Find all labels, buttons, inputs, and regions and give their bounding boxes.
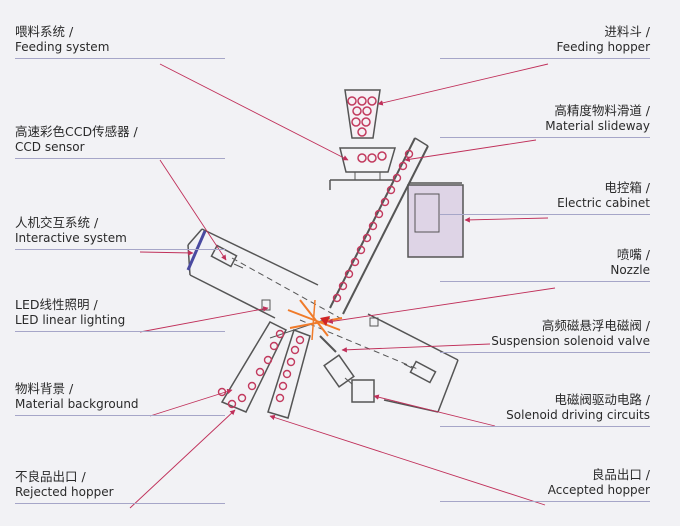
leader-slideway (404, 139, 537, 162)
leader-rejected (129, 409, 236, 509)
label-feeding-system: 喂料系统 / Feeding system (15, 24, 225, 59)
label-underline (15, 157, 225, 159)
label-zh: 电控箱 / (604, 180, 650, 195)
leader-ccd-sensor (159, 159, 227, 261)
label-underline (15, 330, 225, 332)
light-beams (231, 257, 421, 371)
label-underline (440, 57, 650, 59)
label-en: Nozzle (610, 262, 650, 277)
label-zh: 高精度物料滑道 / (554, 103, 650, 118)
label-underline (440, 136, 650, 138)
leader-circuits (373, 394, 496, 427)
leader-background (149, 388, 233, 417)
label-zh: 喷嘴 / (616, 247, 650, 262)
label-ccd-sensor: 高速彩色CCD传感器 / CCD sensor (15, 124, 225, 159)
electric-cabinet (407, 182, 464, 258)
label-en: LED linear lighting (15, 312, 126, 327)
label-zh: 高速彩色CCD传感器 / (15, 124, 138, 139)
label-material-slideway: 高精度物料滑道 / Material slideway (440, 103, 650, 138)
label-en: Material background (15, 396, 139, 411)
label-zh: 物料背景 / (15, 381, 74, 396)
label-zh: 高频磁悬浮电磁阀 / (541, 318, 650, 333)
label-underline (440, 280, 650, 282)
label-underline (15, 414, 225, 416)
label-interactive-system: 人机交互系统 / Interactive system (15, 215, 225, 250)
label-en: Rejected hopper (15, 484, 114, 499)
label-underline (440, 425, 650, 427)
label-en: Suspension solenoid valve (491, 333, 650, 348)
rejected-chute (220, 321, 287, 413)
label-underline (440, 500, 650, 502)
label-zh: 人机交互系统 / (15, 215, 99, 230)
label-material-background: 物料背景 / Material background (15, 381, 225, 416)
leader-led (139, 306, 269, 333)
ejector-assembly (319, 335, 375, 403)
label-en: Accepted hopper (547, 482, 650, 497)
label-en: Electric cabinet (557, 195, 650, 210)
label-zh: 良品出口 / (591, 467, 650, 482)
feeding-hopper (344, 89, 381, 139)
label-led-lighting: LED线性照明 / LED linear lighting (15, 297, 225, 332)
label-nozzle: 喷嘴 / Nozzle (440, 247, 650, 282)
label-zh: LED线性照明 / (15, 297, 98, 312)
label-underline (15, 502, 225, 504)
label-en: Material slideway (545, 118, 650, 133)
label-en: Feeding hopper (556, 39, 651, 54)
leader-valve (341, 343, 491, 353)
label-zh: 电磁阀驱动电路 / (554, 392, 650, 407)
label-en: Feeding system (15, 39, 110, 54)
label-en: Solenoid driving circuits (506, 407, 650, 422)
label-rejected-hopper: 不良品出口 / Rejected hopper (15, 469, 225, 504)
upper-camera-housing (186, 228, 319, 319)
label-en: CCD sensor (15, 139, 85, 154)
label-feeding-hopper: 进料斗 / Feeding hopper (440, 24, 650, 59)
label-underline (440, 213, 650, 215)
label-electric-cabinet: 电控箱 / Electric cabinet (440, 180, 650, 215)
leader-interactive (139, 250, 194, 256)
label-accepted-hopper: 良品出口 / Accepted hopper (440, 467, 650, 502)
label-zh: 喂料系统 / (15, 24, 74, 39)
accepted-chute (217, 329, 311, 419)
leader-accepted (269, 414, 546, 506)
material-slideway (329, 137, 429, 315)
label-en: Interactive system (15, 230, 127, 245)
feeding-system (329, 147, 396, 190)
leader-feeding-system (159, 63, 349, 161)
label-solenoid-valve: 高频磁悬浮电磁阀 / Suspension solenoid valve (440, 318, 650, 353)
label-underline (15, 248, 225, 250)
label-zh: 不良品出口 / (15, 469, 86, 484)
label-driving-circuits: 电磁阀驱动电路 / Solenoid driving circuits (440, 392, 650, 427)
label-underline (15, 57, 225, 59)
label-underline (440, 351, 650, 353)
leader-feeding-hopper (377, 63, 549, 106)
leader-lines (129, 63, 556, 509)
leader-nozzle (327, 287, 556, 324)
label-zh: 进料斗 / (604, 24, 650, 39)
leader-cabinet (464, 217, 549, 223)
